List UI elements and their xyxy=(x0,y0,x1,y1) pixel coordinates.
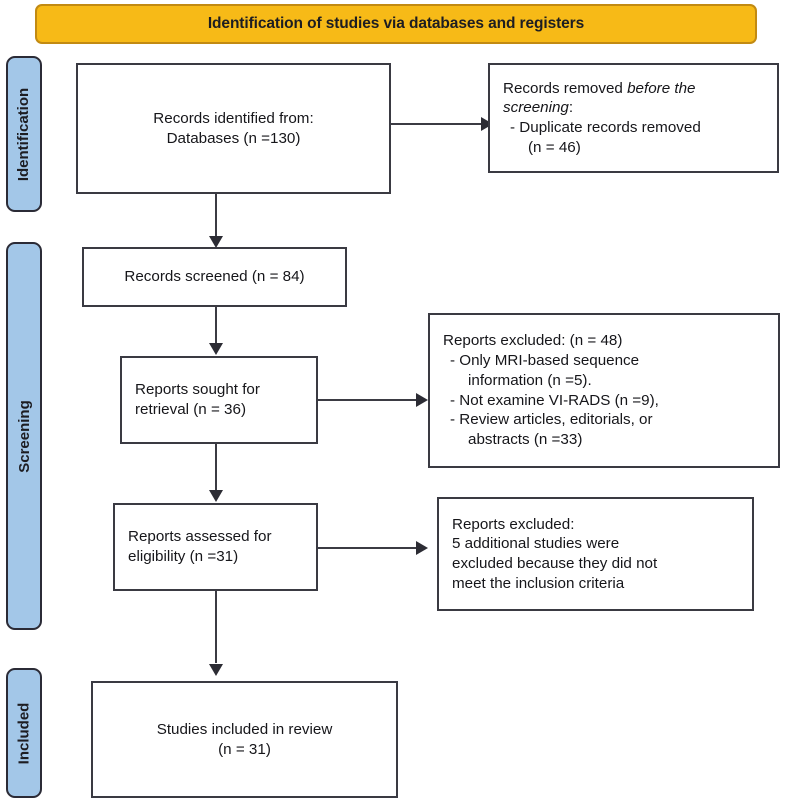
reports-excluded-2-line2: 5 additional studies were xyxy=(452,535,620,553)
studies-included-line1: Studies included in review xyxy=(156,720,333,738)
box-records-screened: Records screened (n = 84) xyxy=(82,247,347,307)
box-reports-assessed-text: Reports assessed for eligibility (n =31) xyxy=(115,527,316,567)
reports-excluded-1-line1: Reports excluded: (n = 48) xyxy=(443,332,623,350)
reports-excluded-2-line3: excluded because they did not xyxy=(452,555,658,572)
arrowhead-assessed-to-excluded xyxy=(416,541,428,555)
stage-label-included-text: Included xyxy=(15,702,33,764)
box-studies-included-text: Studies included in review (n = 31) xyxy=(93,720,396,760)
box-reports-sought-text: Reports sought for retrieval (n = 36) xyxy=(122,380,316,420)
reports-excluded-2-line4: meet the inclusion criteria xyxy=(452,574,625,592)
records-removed-line1-plain: Records removed xyxy=(503,79,628,97)
diagram-title: Identification of studies via databases … xyxy=(207,15,585,32)
records-identified-line1: Records identified from: xyxy=(153,109,314,127)
records-removed-line1-italic: before the xyxy=(627,79,696,97)
reports-assessed-line1: Reports assessed for xyxy=(128,528,272,546)
connector-assessed-to-included xyxy=(215,591,217,663)
reports-assessed-line2: eligibility (n =31) xyxy=(128,548,239,565)
records-removed-bullet1-cont: (n = 46) xyxy=(528,138,581,156)
studies-included-line2: (n = 31) xyxy=(218,740,271,758)
reports-excluded-1-bullet3-cont: abstracts (n =33) xyxy=(468,431,583,448)
connector-assessed-to-excluded xyxy=(318,547,418,549)
box-studies-included: Studies included in review (n = 31) xyxy=(91,681,398,798)
records-removed-bullet1: - Duplicate records removed xyxy=(510,119,701,136)
stage-label-identification-text: Identification xyxy=(15,87,33,181)
connector-sought-to-excluded xyxy=(318,399,418,401)
box-records-removed-text: Records removed before the screening: - … xyxy=(490,79,777,158)
reports-sought-line1: Reports sought for xyxy=(135,381,260,399)
connector-screened-to-sought xyxy=(215,307,217,345)
records-identified-line2: Databases (n =130) xyxy=(166,129,301,147)
arrowhead-sought-to-assessed xyxy=(209,490,223,502)
records-screened-line1: Records screened (n = 84) xyxy=(124,268,305,286)
box-records-identified: Records identified from: Databases (n =1… xyxy=(76,63,391,194)
connector-identified-to-screened xyxy=(215,194,217,239)
box-reports-excluded-2-text: Reports excluded: 5 additional studies w… xyxy=(439,515,752,594)
box-reports-excluded-2: Reports excluded: 5 additional studies w… xyxy=(437,497,754,611)
box-reports-excluded-1-text: Reports excluded: (n = 48) - Only MRI-ba… xyxy=(430,331,778,450)
arrowhead-assessed-to-included xyxy=(209,664,223,676)
box-records-screened-text: Records screened (n = 84) xyxy=(84,267,345,287)
diagram-header-banner: Identification of studies via databases … xyxy=(35,4,757,44)
box-records-removed: Records removed before the screening: - … xyxy=(488,63,779,173)
reports-excluded-1-bullet1-cont: information (n =5). xyxy=(468,371,592,389)
reports-excluded-2-line1: Reports excluded: xyxy=(452,515,575,533)
arrowhead-identified-to-screened xyxy=(209,236,223,248)
box-reports-assessed: Reports assessed for eligibility (n =31) xyxy=(113,503,318,591)
stage-label-identification: Identification xyxy=(6,56,42,212)
records-removed-line2-colon: : xyxy=(568,99,574,117)
reports-excluded-1-bullet2: - Not examine VI-RADS (n =9), xyxy=(450,391,659,409)
reports-excluded-1-bullet3: - Review articles, editorials, or xyxy=(450,411,653,429)
records-removed-line2-italic: screening xyxy=(503,99,569,117)
reports-sought-line2: retrieval (n = 36) xyxy=(135,401,246,418)
connector-sought-to-assessed xyxy=(215,444,217,492)
connector-identified-to-removed xyxy=(391,123,483,125)
stage-label-included: Included xyxy=(6,668,42,798)
arrowhead-sought-to-excluded xyxy=(416,393,428,407)
box-reports-excluded-1: Reports excluded: (n = 48) - Only MRI-ba… xyxy=(428,313,780,468)
stage-label-screening-text: Screening xyxy=(15,399,33,473)
reports-excluded-1-bullet1: - Only MRI-based sequence xyxy=(450,352,640,369)
stage-label-screening: Screening xyxy=(6,242,42,630)
box-records-identified-text: Records identified from: Databases (n =1… xyxy=(78,109,389,149)
arrowhead-screened-to-sought xyxy=(209,343,223,355)
box-reports-sought: Reports sought for retrieval (n = 36) xyxy=(120,356,318,444)
